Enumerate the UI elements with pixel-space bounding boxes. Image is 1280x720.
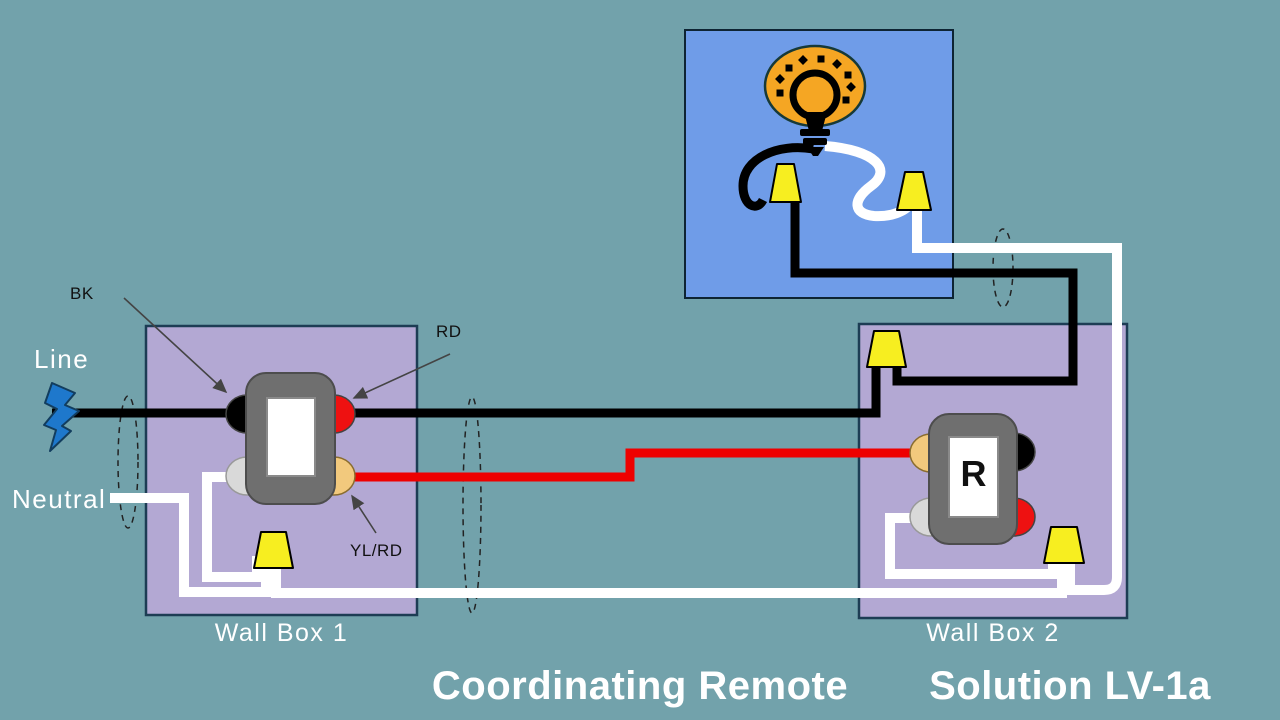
bk-terminal-label: BK — [70, 284, 94, 303]
bulb-ray — [844, 71, 852, 79]
cable-marker-dashed-ellipse — [462, 396, 482, 614]
bulb-ray — [846, 82, 856, 92]
neutral-label: Neutral — [12, 484, 107, 514]
bulb-globe — [789, 69, 841, 121]
wall-box-2-caption: Wall Box 2 — [926, 619, 1060, 647]
slide-title-right: Solution LV-1a — [929, 664, 1211, 708]
line-label: Line — [34, 344, 90, 374]
rd-pointer-arrow — [352, 353, 451, 399]
yl-rd-pointer-arrow — [351, 494, 377, 534]
bulb-neck — [804, 112, 827, 131]
bk-pointer-arrow — [123, 297, 228, 394]
bulb-ray — [832, 59, 842, 69]
bulb-ray — [798, 55, 808, 65]
remote-switch-letter: R — [960, 453, 987, 494]
fixture-hot-wire-black — [790, 198, 1078, 386]
switch1-paddle — [266, 397, 316, 477]
yl-rd-terminal-label: YL/RD — [350, 541, 403, 560]
bulb-ray — [775, 74, 785, 84]
bulb-lead-wire-white — [824, 141, 916, 222]
slide-title-left: Coordinating Remote — [431, 664, 849, 708]
wire-nut-icon — [253, 531, 294, 569]
box1-to-box2-neutral-wire-white — [271, 556, 1067, 598]
bulb-lead-wire-black — [738, 143, 814, 211]
wire-nut-icon — [866, 330, 907, 368]
wire-nut-icon — [896, 171, 932, 211]
bulb-ray — [776, 89, 784, 97]
wall-box-1-caption: Wall Box 1 — [214, 619, 349, 647]
wire-nut-icon — [1043, 526, 1085, 564]
traveler-wire-red — [345, 448, 921, 482]
remote-switch-paddle — [948, 436, 999, 518]
light-bulb-icon — [763, 44, 867, 156]
cable-marker-dashed-ellipse — [992, 228, 1014, 308]
cable-marker-dashed-ellipse — [117, 395, 139, 529]
bulb-base-tip — [807, 147, 824, 156]
bulb-ray — [785, 64, 793, 72]
rd-terminal-label: RD — [436, 322, 462, 341]
bulb-ray — [842, 96, 850, 104]
bulb-ray — [817, 55, 825, 63]
bulb-base-thread — [800, 129, 830, 136]
switch1-neutral-wire-white — [202, 472, 262, 582]
remote-neutral-wire-white — [885, 513, 1058, 579]
fixture-neutral-wire-white — [912, 206, 1122, 595]
lightning-bolt-icon — [43, 382, 80, 452]
neutral-feed-wire-white — [110, 493, 271, 597]
bulb-base-thread — [803, 138, 827, 145]
wire-nut-icon — [769, 163, 802, 203]
